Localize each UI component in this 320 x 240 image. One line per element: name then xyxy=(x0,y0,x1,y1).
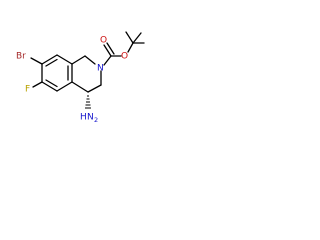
stereo-hashed-wedge xyxy=(85,95,91,109)
bond-aromatic-inner xyxy=(45,58,58,67)
bond-n-carbonyl xyxy=(103,55,112,66)
bond-c-o-double xyxy=(106,42,115,55)
bond-c-f xyxy=(32,81,43,88)
bond-c-o-double xyxy=(103,44,112,57)
atom-label-br: Br xyxy=(16,52,26,62)
bond-aromatic xyxy=(41,81,58,92)
bond-ring xyxy=(71,81,89,93)
bond-tbu-methyl xyxy=(132,32,142,44)
bond-aromatic-inner xyxy=(45,79,58,88)
atom-label-f: F xyxy=(25,85,30,95)
atom-label-o-ester: O xyxy=(121,52,128,62)
structure-drawing: Br F N O O H N 2 xyxy=(16,31,145,125)
atom-label-nh2: H N 2 xyxy=(80,113,98,125)
svg-text:H: H xyxy=(80,113,87,123)
atom-label-n-ring: N xyxy=(97,64,104,74)
bond-aromatic xyxy=(56,81,73,92)
svg-text:N: N xyxy=(87,113,94,123)
bond-ring xyxy=(84,55,96,65)
bond-ring xyxy=(71,55,86,65)
bond-o-tbu xyxy=(127,42,134,53)
bond-c-br xyxy=(30,57,43,65)
bond-aromatic xyxy=(56,54,73,65)
bond-aromatic xyxy=(41,54,58,65)
svg-text:2: 2 xyxy=(94,116,98,124)
bond-tbu-methyl xyxy=(125,31,134,44)
bond-ring xyxy=(87,84,102,93)
molecule-diagram: Br F N O O H N 2 xyxy=(0,0,152,152)
atom-label-o-carbonyl: O xyxy=(100,36,107,46)
